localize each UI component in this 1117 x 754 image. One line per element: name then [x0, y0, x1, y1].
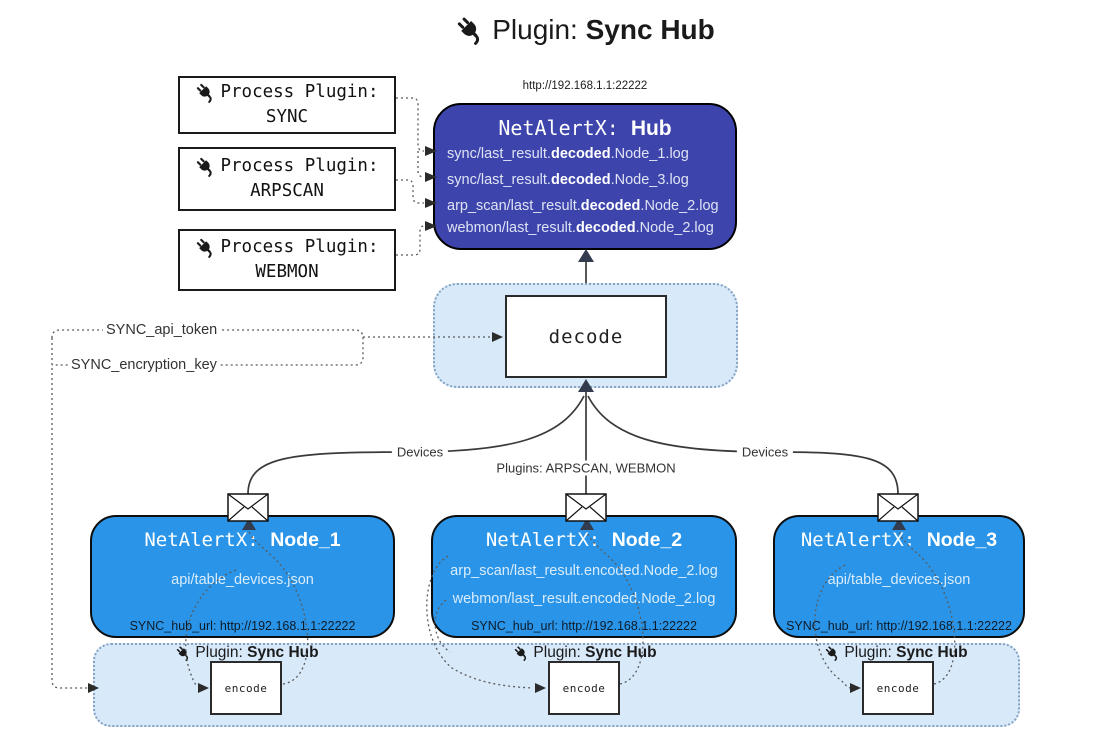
process-plugin-name: SYNC [265, 107, 309, 127]
plug-icon [195, 237, 216, 258]
hub-log-line: arp_scan/last_result.decoded.Node_2.log [447, 198, 719, 214]
node-file-line: api/table_devices.json [827, 572, 971, 588]
process-plugin-name: WEBMON [255, 262, 319, 282]
hub-box: NetAlertX: Hub sync/last_result.decoded.… [433, 103, 737, 250]
hub-log-line: sync/last_result.decoded.Node_3.log [447, 172, 689, 188]
encode-box: encode [548, 661, 620, 715]
plug-icon [195, 82, 216, 103]
node-file-line: webmon/last_result.encoded.Node_2.log [452, 591, 716, 607]
process-plugin-arpscan-box: Process Plugin: ARPSCAN [178, 147, 396, 211]
node-hub-url: SYNC_hub_url: http://192.168.1.1:22222 [471, 619, 697, 633]
hub-title: NetAlertX: Hub [498, 116, 672, 140]
page-title: Plugin: Sync Hub [455, 14, 715, 46]
title-label: Plugin: [492, 14, 586, 45]
encoder-plugin-label: Plugin: Sync Hub [175, 644, 319, 662]
plug-icon [513, 645, 529, 661]
plug-icon [175, 645, 191, 661]
hub-log-line: webmon/last_result.decoded.Node_2.log [447, 220, 714, 236]
process-plugin-label: Process Plugin: [220, 81, 379, 102]
devices-right-label: Devices [736, 444, 794, 460]
node-1-box: NetAlertX: Node_1 api/table_devices.json… [90, 515, 395, 638]
node-file-line: arp_scan/last_result.encoded.Node_2.log [450, 563, 718, 579]
decode-box: decode [505, 295, 667, 378]
node-hub-url: SYNC_hub_url: http://192.168.1.1:22222 [129, 619, 356, 633]
process-plugin-sync-box: Process Plugin: SYNC [178, 76, 396, 134]
encoder-plugin-label: Plugin: Sync Hub [824, 644, 968, 662]
node-2-box: NetAlertX: Node_2 arp_scan/last_result.e… [431, 515, 737, 638]
node-3-box: NetAlertX: Node_3 api/table_devices.json… [773, 515, 1025, 638]
hub-log-line: sync/last_result.decoded.Node_1.log [447, 146, 689, 162]
plugins-middle-label: Plugins: ARPSCAN, WEBMON [491, 460, 681, 476]
devices-left-label: Devices [391, 444, 449, 460]
process-plugin-label: Process Plugin: [220, 155, 379, 176]
title-bold: Sync Hub [585, 14, 715, 45]
plug-icon [455, 15, 485, 45]
process-plugin-label: Process Plugin: [220, 236, 379, 257]
plug-icon [824, 645, 840, 661]
node-hub-url: SYNC_hub_url: http://192.168.1.1:22222 [786, 619, 1012, 633]
sync-api-token-label: SYNC_api_token [103, 322, 221, 338]
process-plugin-name: ARPSCAN [250, 181, 324, 201]
hub-url-label: http://192.168.1.1:22222 [522, 80, 648, 92]
encoder-plugin-label: Plugin: Sync Hub [513, 644, 657, 662]
plug-icon [195, 156, 216, 177]
node-file-line: api/table_devices.json [171, 572, 314, 588]
process-plugin-webmon-box: Process Plugin: WEBMON [178, 229, 396, 291]
encode-box: encode [862, 661, 934, 715]
sync-encryption-key-label: SYNC_encryption_key [68, 357, 220, 373]
encode-box: encode [210, 661, 282, 715]
